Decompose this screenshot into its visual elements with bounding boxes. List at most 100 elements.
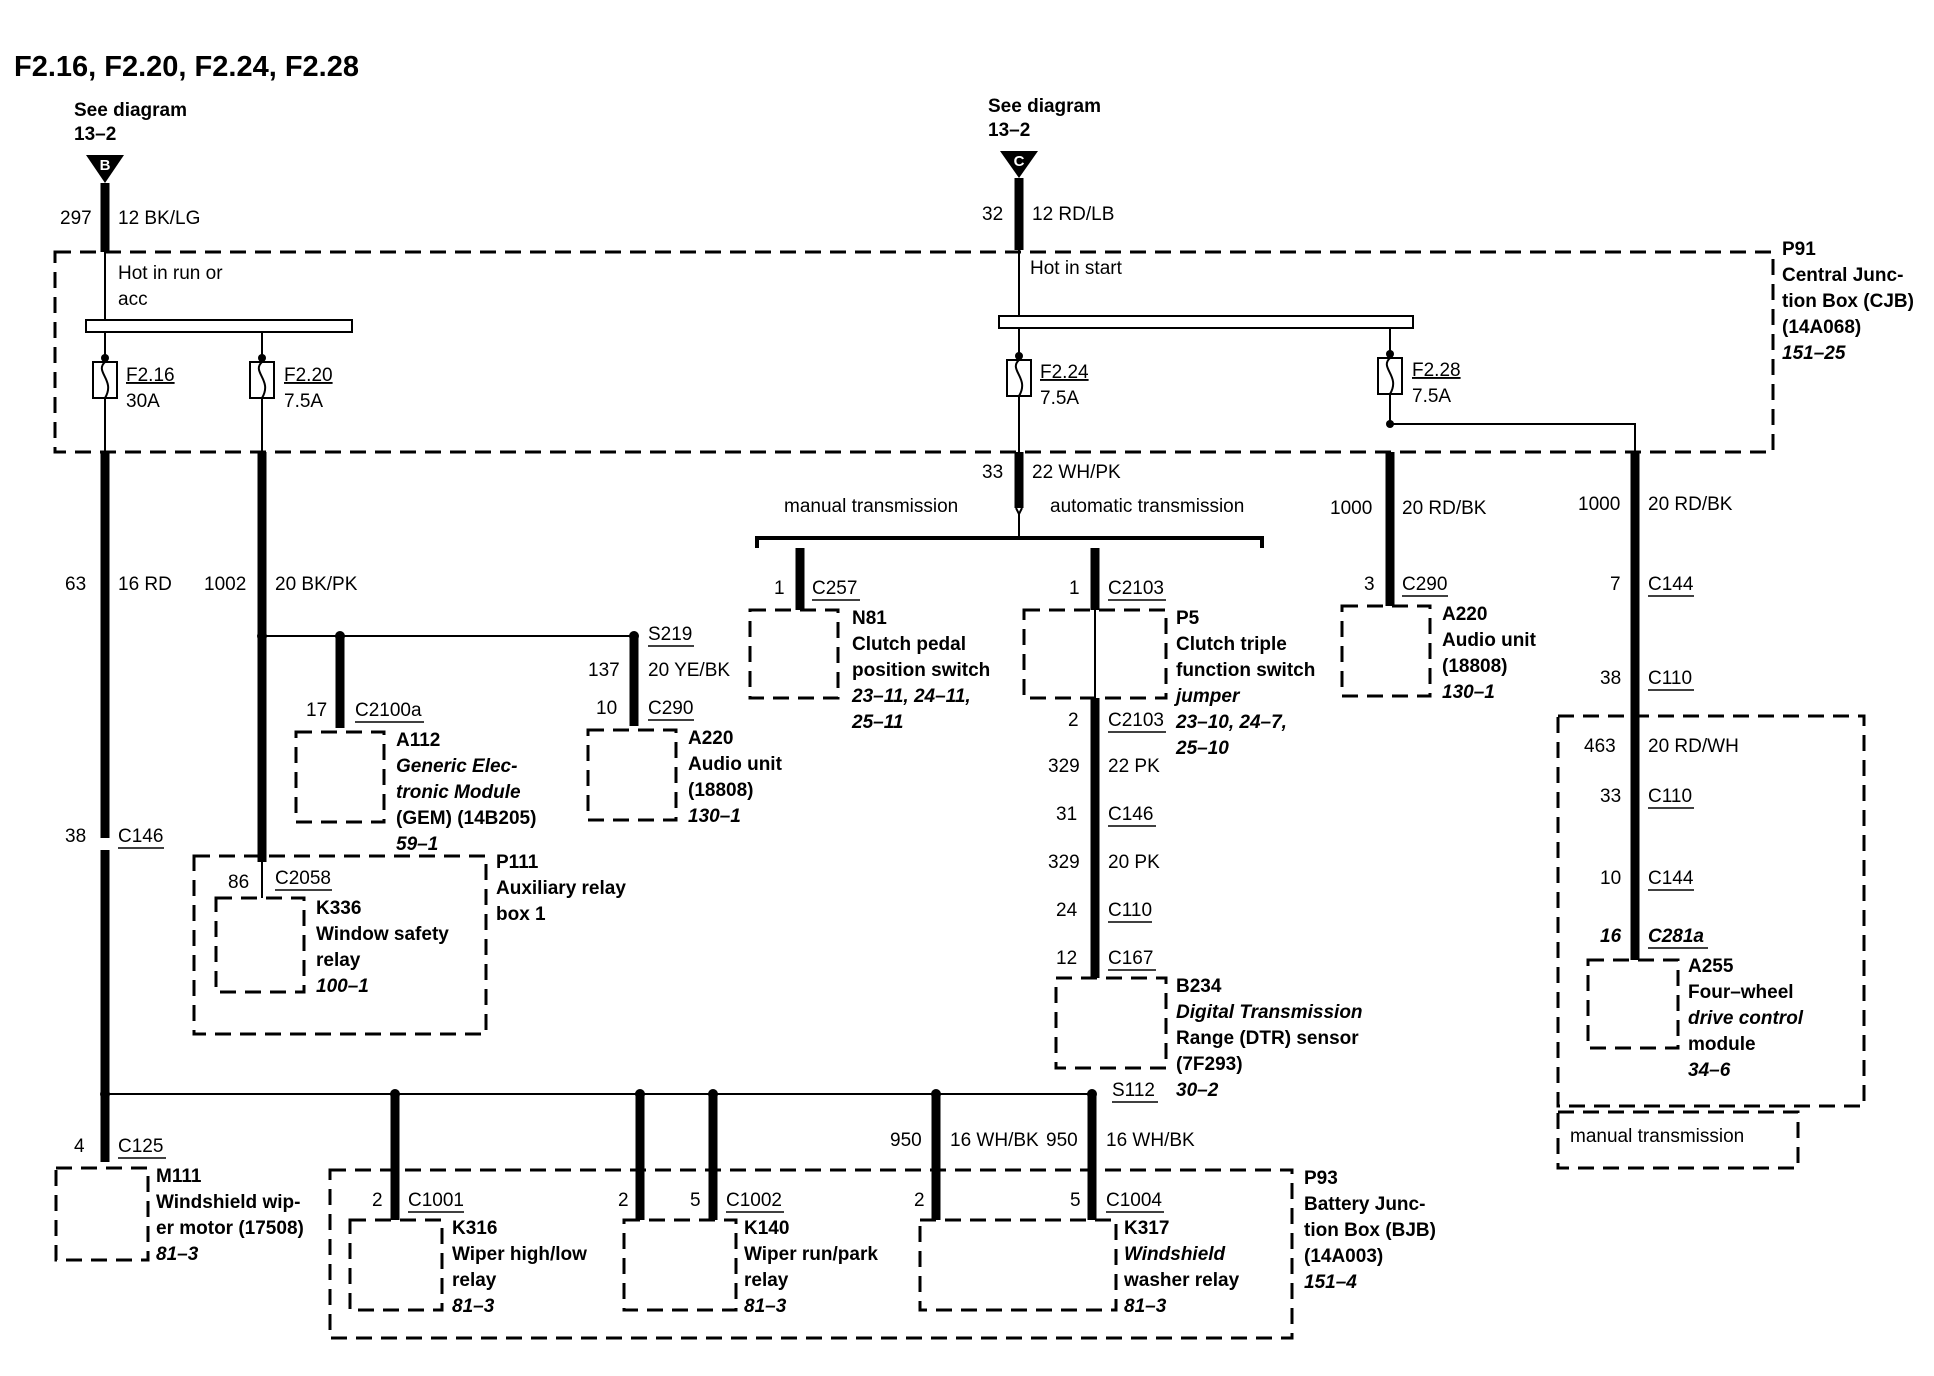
a220-left-box [586,728,678,822]
fuse-f224-dot [1015,352,1023,360]
p93-line-2: tion Box (BJB) [1304,1220,1436,1241]
c110b-pin: 33 [1600,786,1621,807]
c281a-name: C281a [1648,926,1704,947]
c1004-pin2: 2 [914,1190,925,1211]
c2058-pin: 86 [228,872,249,893]
c146b-name: C146 [1108,804,1153,825]
trans-bracket [755,536,1264,548]
p93-line-1: Battery Junc- [1304,1194,1425,1215]
c2103b-name: C2103 [1108,710,1164,731]
k316-id: K316 [452,1218,497,1239]
fuse-f216-rating: 30A [126,391,160,412]
p5-ref-2: 25–10 [1175,738,1229,759]
k336-line-1: Window safety [316,924,449,945]
c1001-name: C1001 [408,1190,464,1211]
a112-italic-2: tronic Module [396,782,521,803]
wire-32-circuit: 32 [982,204,1003,225]
fuse-f220-rating: 7.5A [284,391,323,412]
b234-line-2: (7F293) [1176,1054,1243,1075]
a255-line-1: Four–wheel [1688,982,1794,1003]
a255-italic: drive control [1688,1008,1804,1029]
m111-id: M111 [156,1166,202,1187]
ref-b-marker [86,155,124,183]
a220-right-box [1340,604,1432,698]
cjb-box [53,250,1775,454]
k317-id: K317 [1124,1218,1169,1239]
a220-left-line-2: (18808) [688,780,754,801]
k317-line-1: washer relay [1123,1270,1240,1291]
a112-ref: 59–1 [396,834,438,855]
wire-63-label: 16 RD [118,574,172,595]
manual-trans-box [1556,714,1866,1108]
n81-id: N81 [852,608,887,629]
k140-line-2: relay [744,1270,789,1291]
k140-box [622,1218,738,1312]
ref-c-page: 13–2 [988,120,1030,141]
wire-33-circuit: 33 [982,462,1003,483]
k140-id: K140 [744,1218,789,1239]
c146a-pin: 38 [65,826,86,847]
k336-ref: 100–1 [316,976,369,997]
b234-ref: 30–2 [1176,1080,1219,1101]
m111-line-1: Windshield wip- [156,1192,300,1213]
m111-ref: 81–3 [156,1244,199,1265]
c167-name: C167 [1108,948,1153,969]
c110c-pin: 24 [1056,900,1078,921]
k317-ref: 81–3 [1124,1296,1167,1317]
wire-1000a-circuit: 1000 [1330,498,1372,519]
c146b-pin: 31 [1056,804,1077,825]
p111-id: P111 [496,852,539,873]
wire-950a-circuit: 950 [890,1130,922,1151]
cjb-ref: 151–25 [1782,343,1846,364]
n81-box [748,608,840,700]
fuse-f216-dot [101,354,109,362]
wire-950b-label: 16 WH/BK [1106,1130,1195,1151]
c144a-pin: 7 [1610,574,1621,595]
c110b-name: C110 [1648,786,1692,807]
k317-italic: Windshield [1124,1244,1226,1265]
p111-box [192,854,488,1036]
wire-329a-circuit: 329 [1048,756,1080,777]
p111-line-1: Auxiliary relay [496,878,626,899]
c1002-pin2: 2 [618,1190,629,1211]
k336-box [214,896,306,994]
c1004-pin5: 5 [1070,1190,1081,1211]
n81-line-2: position switch [852,660,990,681]
cjb-id: P91 [1782,239,1816,260]
wire-950b-circuit: 950 [1046,1130,1078,1151]
wire-63-circuit: 63 [65,574,86,595]
c290b-name: C290 [648,698,693,719]
b234-italic: Digital Transmission [1176,1002,1363,1023]
c1002-pin5: 5 [690,1190,701,1211]
cjb-line-1: Central Junc- [1782,265,1903,286]
fuse-f228-dot [1386,350,1394,358]
c2058-name: C2058 [275,868,331,889]
k316-box [348,1218,444,1312]
n81-ref-1: 23–11, 24–11, [851,686,971,707]
hot-run-line-2: acc [118,289,148,310]
hot-run-line-1: Hot in run or [118,263,223,284]
a255-box [1586,958,1680,1050]
a112-line-1: (GEM) (14B205) [396,808,536,829]
c2103a-pin: 1 [1069,578,1080,599]
wire-32-label: 12 RD/LB [1032,204,1114,225]
k316-ref: 81–3 [452,1296,495,1317]
c257-name: C257 [812,578,857,599]
c290a-pin: 3 [1364,574,1375,595]
c2103a-name: C2103 [1108,578,1164,599]
a220-left-ref: 130–1 [688,806,741,827]
c257-pin: 1 [774,578,785,599]
c125-name: C125 [118,1136,163,1157]
b234-line-1: Range (DTR) sensor [1176,1028,1359,1049]
wire-1000b-label: 20 RD/BK [1648,494,1733,515]
wire-297-circuit: 297 [60,208,92,229]
fuse-f220-element [257,361,267,399]
a112-italic-1: Generic Elec- [396,756,517,777]
c281a-pin: 16 [1600,926,1622,947]
fuse-f224-element [1014,359,1024,397]
manual-trans-label: manual transmission [784,496,958,517]
wire-137-circuit: 137 [588,660,620,681]
c1001-pin: 2 [372,1190,383,1211]
n81-line-1: Clutch pedal [852,634,966,655]
m111-line-2: er motor (17508) [156,1218,304,1239]
